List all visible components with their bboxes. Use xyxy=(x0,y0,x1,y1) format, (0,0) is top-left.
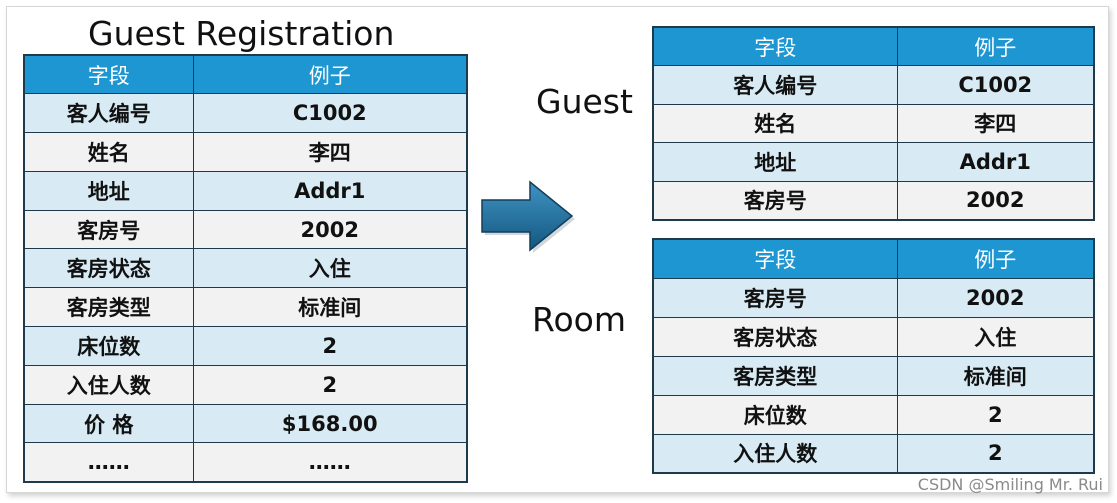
guest-table: 字段 例子 客人编号 C1002 姓名 李四 地址 Addr1 客房号 2002 xyxy=(652,26,1095,221)
example-cell: C1002 xyxy=(896,65,1095,105)
table-row: 床位数 2 xyxy=(23,326,468,366)
field-cell: 客房类型 xyxy=(652,355,898,396)
field-cell: 客房状态 xyxy=(652,316,898,357)
example-cell: 李四 xyxy=(192,132,468,172)
table-row: 姓名 李四 xyxy=(23,132,468,172)
table-row: 客房状态 入住 xyxy=(23,248,468,289)
example-cell: 入住 xyxy=(192,248,468,289)
example-cell: …… xyxy=(192,442,468,483)
field-cell: 姓名 xyxy=(23,132,194,172)
field-cell: …… xyxy=(23,442,194,483)
field-cell: 入住人数 xyxy=(652,433,898,474)
example-cell: 2002 xyxy=(896,180,1095,221)
table-row: 入住人数 2 xyxy=(652,433,1095,474)
table-row: 客人编号 C1002 xyxy=(652,65,1095,105)
table-row: 姓名 李四 xyxy=(652,103,1095,144)
table-row: 客房类型 标准间 xyxy=(23,287,468,328)
table-row: 地址 Addr1 xyxy=(23,170,468,211)
table-row: 地址 Addr1 xyxy=(652,142,1095,182)
field-header: 字段 xyxy=(652,26,898,67)
example-cell: C1002 xyxy=(192,93,468,134)
field-cell: 客房类型 xyxy=(23,287,194,328)
table-header-row: 字段 例子 xyxy=(23,54,468,95)
table-row: 价 格 $168.00 xyxy=(23,403,468,444)
table-row: 客房号 2002 xyxy=(23,209,468,250)
example-cell: 2 xyxy=(896,433,1095,474)
table-row: …… …… xyxy=(23,442,468,483)
example-cell: $168.00 xyxy=(192,403,468,444)
field-cell: 客人编号 xyxy=(23,93,194,134)
field-cell: 客房状态 xyxy=(23,248,194,289)
field-cell: 价 格 xyxy=(23,403,194,444)
table-header-row: 字段 例子 xyxy=(652,26,1095,67)
room-entity-label: Room xyxy=(532,300,626,339)
table-row: 客人编号 C1002 xyxy=(23,93,468,134)
field-cell: 客房号 xyxy=(23,209,194,250)
example-cell: 2002 xyxy=(192,209,468,250)
example-header: 例子 xyxy=(896,238,1095,279)
field-cell: 床位数 xyxy=(652,394,898,435)
example-cell: 2002 xyxy=(896,277,1095,318)
table-row: 客房号 2002 xyxy=(652,277,1095,318)
example-cell: 2 xyxy=(192,364,468,405)
table-header-row: 字段 例子 xyxy=(652,238,1095,279)
table-row: 客房状态 入住 xyxy=(652,316,1095,357)
example-cell: 标准间 xyxy=(896,355,1095,396)
table-row: 入住人数 2 xyxy=(23,364,468,405)
example-header: 例子 xyxy=(192,54,468,95)
room-table: 字段 例子 客房号 2002 客房状态 入住 客房类型 标准间 床位数 2 入住… xyxy=(652,238,1095,474)
field-cell: 客人编号 xyxy=(652,65,898,105)
field-cell: 客房号 xyxy=(652,277,898,318)
example-header: 例子 xyxy=(896,26,1095,67)
watermark: CSDN @Smiling Mr. Rui xyxy=(917,475,1103,494)
field-cell: 床位数 xyxy=(23,326,194,366)
guest-registration-title: Guest Registration xyxy=(88,14,395,53)
example-cell: Addr1 xyxy=(192,170,468,211)
example-cell: 2 xyxy=(192,326,468,366)
field-cell: 客房号 xyxy=(652,180,898,221)
field-cell: 入住人数 xyxy=(23,364,194,405)
table-row: 客房类型 标准间 xyxy=(652,355,1095,396)
table-row: 客房号 2002 xyxy=(652,180,1095,221)
right-arrow-icon xyxy=(481,180,575,253)
example-cell: 2 xyxy=(896,394,1095,435)
example-cell: 入住 xyxy=(896,316,1095,357)
guest-entity-label: Guest xyxy=(536,82,633,121)
field-cell: 地址 xyxy=(23,170,194,211)
example-cell: 李四 xyxy=(896,103,1095,144)
example-cell: 标准间 xyxy=(192,287,468,328)
table-row: 床位数 2 xyxy=(652,394,1095,435)
field-cell: 地址 xyxy=(652,142,898,182)
field-cell: 姓名 xyxy=(652,103,898,144)
guest-registration-table: 字段 例子 客人编号 C1002 姓名 李四 地址 Addr1 客房号 2002… xyxy=(23,54,468,483)
field-header: 字段 xyxy=(652,238,898,279)
example-cell: Addr1 xyxy=(896,142,1095,182)
field-header: 字段 xyxy=(23,54,194,95)
